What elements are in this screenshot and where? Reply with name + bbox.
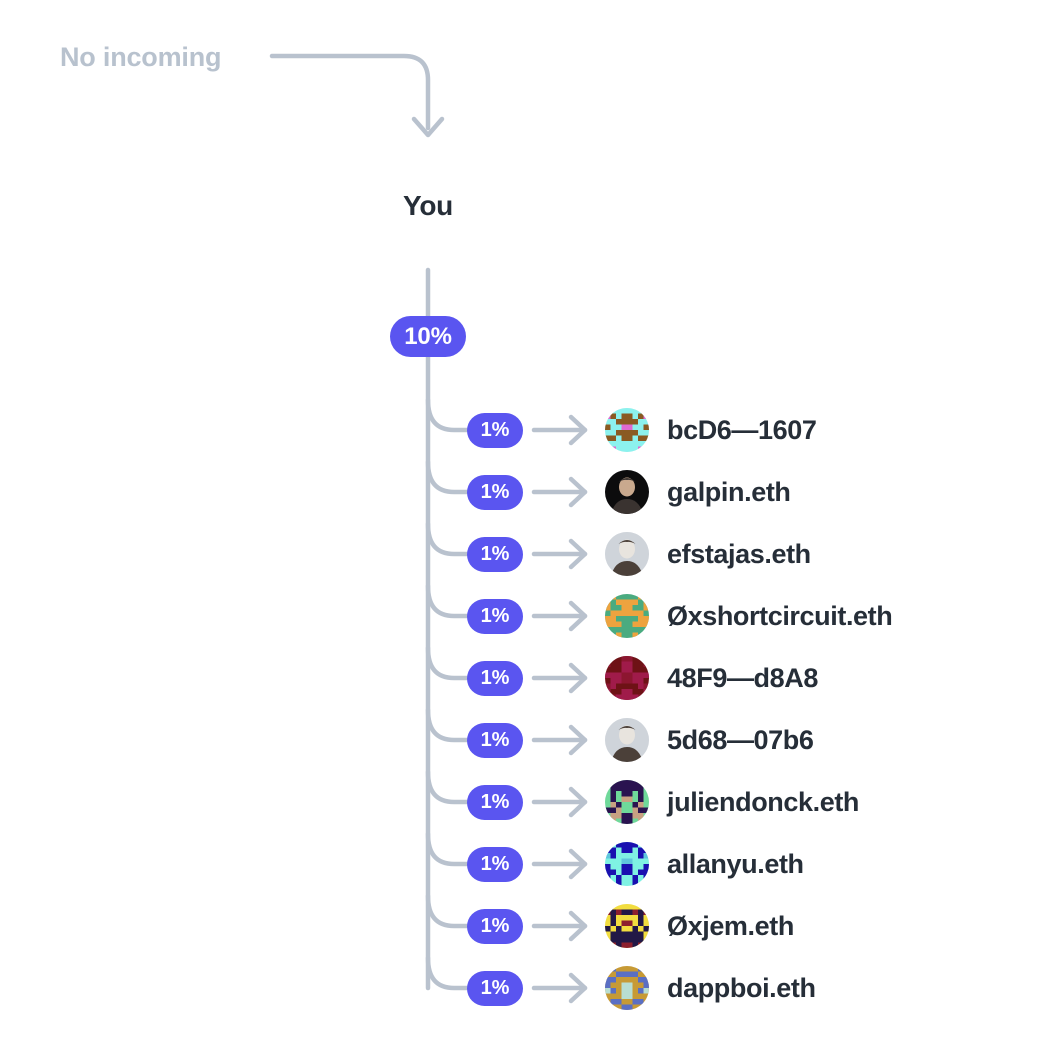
branch-line	[425, 893, 472, 929]
branch-percentage-badge[interactable]: 1%	[467, 412, 523, 448]
branch-line	[425, 955, 472, 991]
root-node-you: You	[403, 190, 453, 221]
photo-portrait-dark-avatar[interactable]	[605, 470, 649, 514]
photo-portrait-light-avatar[interactable]	[605, 718, 649, 762]
blockie-green-purple-avatar[interactable]	[605, 780, 649, 824]
branch-line	[425, 831, 472, 867]
arrow-right-icon	[568, 848, 588, 880]
arrow-right-icon	[568, 910, 588, 942]
recipient-name: Øxshortcircuit.eth	[667, 600, 893, 631]
branch-percentage-badge[interactable]: 1%	[467, 598, 523, 634]
branch-line	[425, 397, 472, 433]
branch-percentage-badge[interactable]: 1%	[467, 536, 523, 572]
recipient-row[interactable]: bcD6—1607	[605, 408, 817, 452]
arrow-right-icon	[568, 538, 588, 570]
recipient-row[interactable]: galpin.eth	[605, 470, 791, 514]
branch-percentage-badge[interactable]: 1%	[467, 970, 523, 1006]
blockie-gold-blue-avatar[interactable]	[605, 966, 649, 1010]
arrow-right-icon	[568, 786, 588, 818]
arrow-right-icon	[568, 662, 588, 694]
recipient-name: 5d68—07b6	[667, 724, 814, 755]
recipient-row[interactable]: efstajas.eth	[605, 532, 811, 576]
arrow-right-icon	[568, 724, 588, 756]
recipient-name: 48F9—d8A8	[667, 662, 818, 693]
no-incoming-arrowhead-icon	[411, 116, 445, 138]
branch-line	[425, 459, 472, 495]
recipient-name: galpin.eth	[667, 476, 791, 507]
branch-line	[425, 583, 472, 619]
blockie-cyan-brown-avatar[interactable]	[605, 408, 649, 452]
arrow-right-icon	[568, 972, 588, 1004]
recipient-name: efstajas.eth	[667, 538, 811, 569]
root-percentage-badge[interactable]: 10%	[390, 316, 466, 357]
branch-percentage-badge[interactable]: 1%	[467, 908, 523, 944]
recipient-row[interactable]: 5d68—07b6	[605, 718, 814, 762]
recipient-name: juliendonck.eth	[667, 786, 860, 817]
blockie-green-orange-avatar[interactable]	[605, 594, 649, 638]
arrow-right-icon	[568, 476, 588, 508]
recipient-row[interactable]: juliendonck.eth	[605, 780, 859, 824]
recipient-row[interactable]: Øxshortcircuit.eth	[605, 594, 893, 638]
branch-percentage-badge[interactable]: 1%	[467, 722, 523, 758]
branch-percentage-badge[interactable]: 1%	[467, 660, 523, 696]
branch-percentage-badge[interactable]: 1%	[467, 784, 523, 820]
no-incoming-connector	[269, 53, 431, 131]
recipient-name: bcD6—1607	[667, 414, 817, 445]
blockie-cyan-navy-avatar[interactable]	[605, 842, 649, 886]
no-incoming-label: No incoming	[60, 42, 222, 72]
branch-line	[425, 707, 472, 743]
branch-percentage-badge[interactable]: 1%	[467, 846, 523, 882]
recipient-row[interactable]: 48F9—d8A8	[605, 656, 818, 700]
blockie-yellow-navy-avatar[interactable]	[605, 904, 649, 948]
arrow-right-icon	[568, 414, 588, 446]
branch-percentage-badge[interactable]: 1%	[467, 474, 523, 510]
blockie-darkred-avatar[interactable]	[605, 656, 649, 700]
recipient-name: allanyu.eth	[667, 848, 804, 879]
recipient-row[interactable]: Øxjem.eth	[605, 904, 794, 948]
photo-portrait-light-avatar[interactable]	[605, 532, 649, 576]
recipient-row[interactable]: allanyu.eth	[605, 842, 804, 886]
branch-line	[425, 645, 472, 681]
recipient-name: dappboi.eth	[667, 972, 816, 1003]
recipient-row[interactable]: dappboi.eth	[605, 966, 816, 1010]
arrow-right-icon	[568, 600, 588, 632]
branch-line	[425, 521, 472, 557]
branch-line	[425, 769, 472, 805]
recipient-name: Øxjem.eth	[667, 910, 794, 941]
